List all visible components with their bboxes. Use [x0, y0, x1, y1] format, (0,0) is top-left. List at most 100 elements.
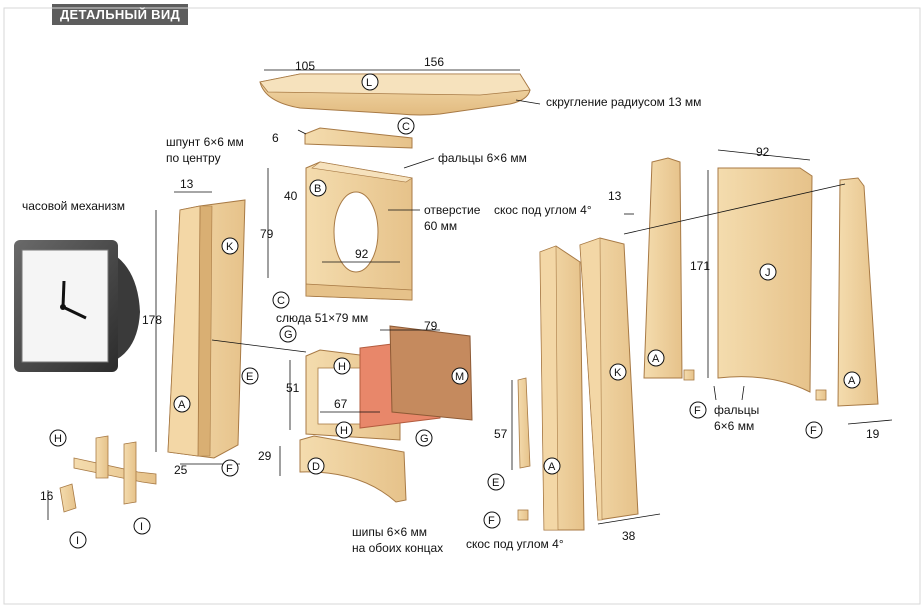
- part-A-back-right-stile: [837, 177, 879, 407]
- leader-lines: [47, 69, 893, 525]
- badge-K-front: K: [609, 363, 627, 381]
- badge-I-left: I: [69, 531, 87, 549]
- svg-text:B: B: [314, 183, 321, 195]
- dim-92-right: 92: [756, 145, 770, 159]
- note-tenons-ends: на обоих концах: [352, 541, 443, 555]
- badge-A-front: A: [543, 457, 561, 475]
- part-M-backer: [389, 325, 473, 421]
- svg-text:I: I: [76, 535, 79, 547]
- dim-79-mica: 79: [424, 319, 438, 333]
- dim-13-right: 13: [608, 189, 622, 203]
- header-tab: ДЕТАЛЬНЫЙ ВИД: [52, 4, 189, 25]
- dim-156: 156: [424, 55, 444, 69]
- part-E-small-strip: [517, 377, 531, 469]
- note-hole-size: 60 мм: [424, 219, 457, 233]
- dim-38: 38: [622, 529, 636, 543]
- badge-A-left: A: [173, 395, 191, 413]
- badge-E-left: E: [241, 367, 259, 385]
- badge-J: J: [759, 263, 777, 281]
- dim-57: 57: [494, 427, 508, 441]
- part-A-back-left-stile: [643, 157, 683, 379]
- svg-text:G: G: [420, 433, 429, 445]
- badge-G-bottom: G: [415, 429, 433, 447]
- badge-C-bottom: C: [272, 291, 290, 309]
- dim-13-left: 13: [180, 177, 194, 191]
- badge-M: M: [451, 367, 469, 385]
- dim-51: 51: [286, 381, 300, 395]
- badge-F-bottom: F: [483, 511, 501, 529]
- note-rabbets-right-size: 6×6 мм: [714, 419, 754, 433]
- svg-text:J: J: [765, 267, 771, 279]
- part-A-front-stile: [539, 245, 585, 531]
- dim-6: 6: [272, 131, 279, 145]
- badge-H-top: H: [333, 357, 351, 375]
- dim-171: 171: [690, 259, 710, 273]
- svg-text:A: A: [848, 375, 856, 387]
- note-groove-center: по центру: [166, 151, 221, 165]
- svg-text:K: K: [614, 367, 622, 379]
- svg-text:M: M: [455, 371, 464, 383]
- note-tenons: шипы 6×6 мм: [352, 525, 427, 539]
- dim-16: 16: [40, 489, 54, 503]
- dim-92-board: 92: [355, 247, 369, 261]
- parts-H-I-small: [59, 435, 157, 513]
- svg-text:F: F: [810, 425, 817, 437]
- svg-text:F: F: [694, 405, 701, 417]
- badge-H-small: H: [49, 429, 67, 447]
- part-K-left-stile: [167, 199, 246, 459]
- part-C-strip-top: [304, 127, 413, 149]
- badge-C-top: C: [397, 117, 415, 135]
- svg-text:H: H: [54, 433, 62, 445]
- part-badges: L C B C K A E F G H H G M D H I I A K E …: [49, 73, 861, 549]
- svg-text:G: G: [284, 329, 293, 341]
- svg-text:I: I: [140, 521, 143, 533]
- dim-40: 40: [284, 189, 298, 203]
- badge-K-left: K: [221, 237, 239, 255]
- note-rounding: скругление радиусом 13 мм: [546, 95, 701, 109]
- note-rabbets-right: фальцы: [714, 403, 759, 417]
- svg-text:H: H: [338, 361, 346, 373]
- dim-25: 25: [174, 463, 188, 477]
- svg-text:E: E: [246, 371, 253, 383]
- svg-text:C: C: [277, 295, 285, 307]
- svg-text:E: E: [492, 477, 499, 489]
- note-clock: часовой механизм: [22, 199, 125, 213]
- svg-text:A: A: [652, 353, 660, 365]
- svg-text:D: D: [312, 461, 320, 473]
- part-B-dial-board: [305, 161, 413, 301]
- note-bevel-top: скос под углом 4°: [494, 203, 592, 217]
- badge-H-bottom: H: [335, 421, 353, 439]
- dim-79-board: 79: [260, 227, 274, 241]
- svg-text:A: A: [178, 399, 186, 411]
- part-J-back-panel: [717, 167, 813, 393]
- note-bevel-bottom: скос под углом 4°: [466, 537, 564, 551]
- clock-mechanism: [14, 240, 140, 372]
- badge-A-right: A: [843, 371, 861, 389]
- dim-29: 29: [258, 449, 272, 463]
- badge-L: L: [361, 73, 379, 91]
- svg-text:H: H: [340, 425, 348, 437]
- badge-G-top: G: [279, 325, 297, 343]
- part-L-top: [259, 73, 531, 116]
- part-F-blocks: [517, 369, 827, 521]
- badge-B: B: [309, 179, 327, 197]
- note-groove: шпунт 6×6 мм: [166, 135, 244, 149]
- dim-178: 178: [142, 313, 162, 327]
- badge-F-left: F: [221, 459, 239, 477]
- part-K-front-stile: [579, 237, 639, 521]
- svg-text:A: A: [548, 461, 556, 473]
- badge-D: D: [307, 457, 325, 475]
- badge-F-right: F: [805, 421, 823, 439]
- badge-F-mid: F: [689, 401, 707, 419]
- note-mica: слюда 51×79 мм: [276, 311, 368, 325]
- svg-text:C: C: [402, 121, 410, 133]
- badge-I-right: I: [133, 517, 151, 535]
- badge-E-right: E: [487, 473, 505, 491]
- svg-text:L: L: [366, 77, 372, 89]
- svg-text:K: K: [226, 241, 234, 253]
- badge-A-back: A: [647, 349, 665, 367]
- dim-67: 67: [334, 397, 348, 411]
- note-rabbets-top: фальцы 6×6 мм: [438, 151, 527, 165]
